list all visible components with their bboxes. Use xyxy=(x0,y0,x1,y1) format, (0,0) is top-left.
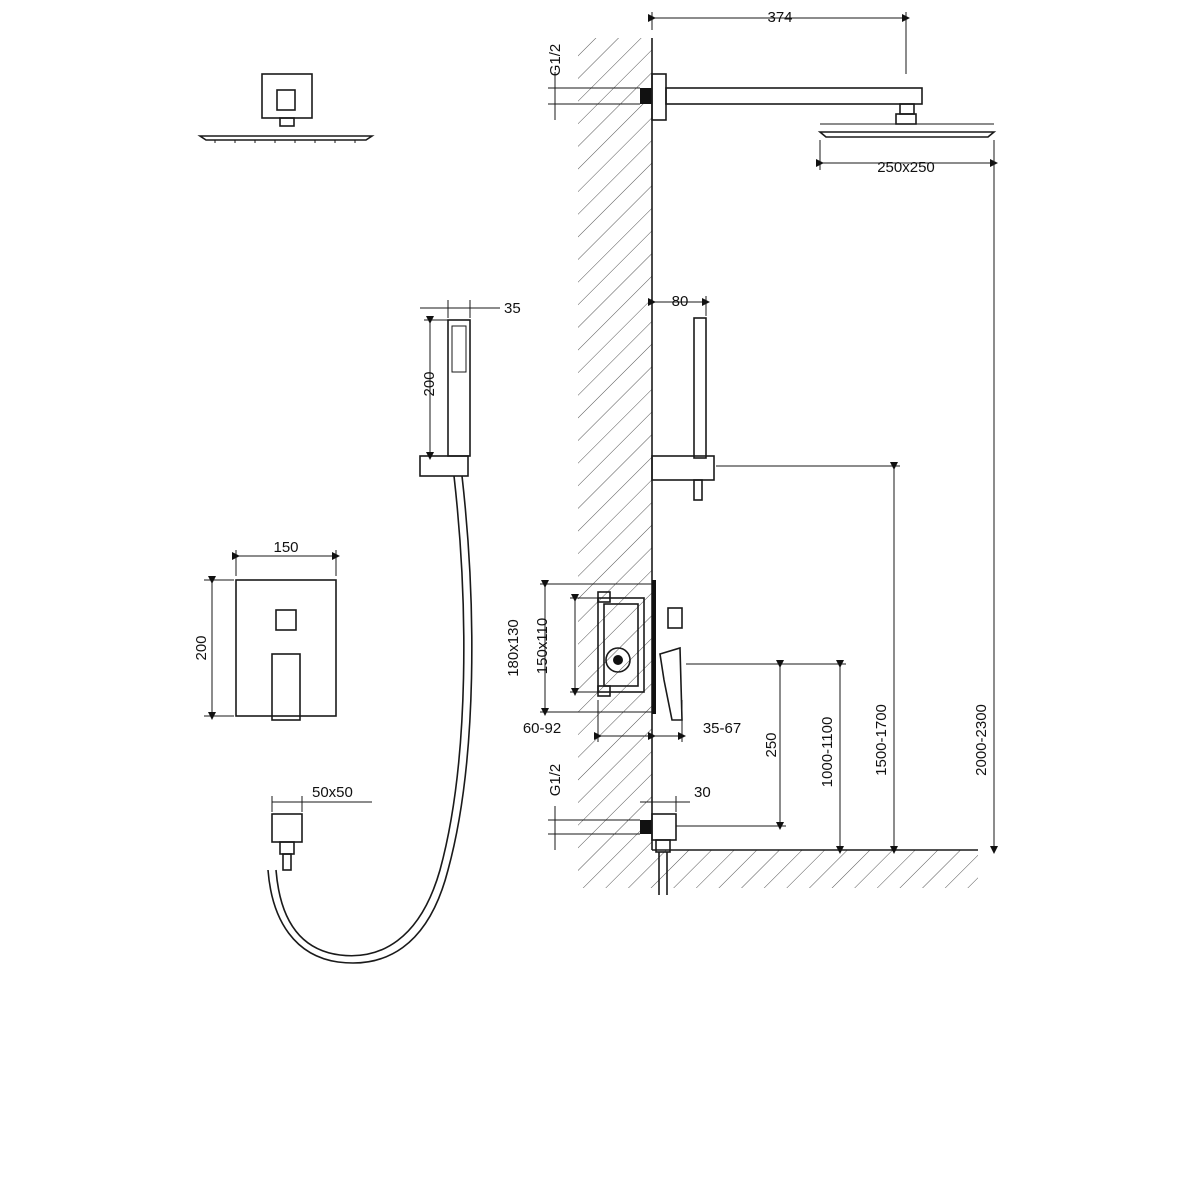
dim-bottom-thread: G1/2 xyxy=(547,764,564,797)
dim-hand-width: 35 xyxy=(504,300,521,317)
shower-head-front-view xyxy=(197,73,375,143)
dim-box-outer: 180x130 xyxy=(505,619,522,677)
hand-shower-body xyxy=(447,319,471,457)
head-swivel xyxy=(279,117,295,127)
dim-head-size: 250x250 xyxy=(877,159,935,176)
dim-outlet-size: 50x50 xyxy=(312,784,353,801)
dim-valve-height: 1000-1100 xyxy=(819,717,836,788)
hand-shower-side-view xyxy=(651,317,715,501)
side-head-plate xyxy=(817,131,997,138)
outlet-thread xyxy=(640,820,652,834)
side-hand-body xyxy=(693,317,707,459)
wall-outlet-front-view xyxy=(271,813,303,871)
arm-tube xyxy=(665,87,923,105)
hose-left xyxy=(275,475,465,957)
arm-wall-flange xyxy=(651,73,667,121)
arm-ball-joint xyxy=(895,113,917,125)
mixer-handle xyxy=(271,653,301,721)
shower-arm-side-view xyxy=(640,73,997,138)
diverter-knob-side xyxy=(667,607,683,629)
dim-plate-width: 150 xyxy=(273,539,298,556)
diverter-button xyxy=(275,609,297,631)
outlet-side-block xyxy=(651,813,677,841)
outlet-hose-end xyxy=(282,853,292,871)
valve-cartridge xyxy=(605,647,631,673)
head-nozzles xyxy=(214,140,356,143)
hand-shower-holder xyxy=(419,455,469,477)
hand-shower-front-view xyxy=(267,319,473,964)
dim-head-height: 2000-2300 xyxy=(973,704,990,776)
concealed-valve-side-view xyxy=(597,580,683,721)
side-hose-connector xyxy=(693,479,703,501)
dim-top-thread: G1/2 xyxy=(547,44,564,77)
wall-outlet-side-view xyxy=(640,813,677,895)
dim-outlet-to-valve: 250 xyxy=(763,732,780,757)
mixer-lever-side xyxy=(659,646,683,721)
dim-hand-length: 200 xyxy=(421,371,438,396)
valve-box-inner xyxy=(603,603,639,687)
cover-plate-edge xyxy=(652,580,656,714)
dim-holder-height: 1500-1700 xyxy=(873,704,890,776)
dim-box-inner: 150x110 xyxy=(534,618,551,674)
arm-elbow xyxy=(899,103,915,115)
wall xyxy=(578,38,978,888)
head-mount-block xyxy=(261,73,313,119)
valve-box xyxy=(597,597,645,693)
dim-handle-projection: 35-67 xyxy=(703,720,741,737)
valve-plate xyxy=(235,579,337,717)
valve-plate-front-view xyxy=(235,579,337,721)
dim-arm-length: 374 xyxy=(767,9,792,26)
side-holder-bracket xyxy=(651,455,715,481)
wall-hatch xyxy=(578,38,652,850)
dim-holder-projection: 80 xyxy=(672,293,689,310)
dim-outlet-projection: 30 xyxy=(694,784,711,801)
floor-hatch xyxy=(578,850,978,888)
head-mount-inner xyxy=(276,89,296,111)
dim-embed-depth: 60-92 xyxy=(523,720,561,737)
head-plate xyxy=(197,135,375,141)
outlet-nut xyxy=(279,841,295,855)
outlet-block xyxy=(271,813,303,843)
outlet-side-nut xyxy=(655,839,671,853)
arm-inlet-thread xyxy=(640,88,652,104)
hand-shower-spray-face xyxy=(451,325,467,373)
dim-plate-height: 200 xyxy=(193,635,210,660)
